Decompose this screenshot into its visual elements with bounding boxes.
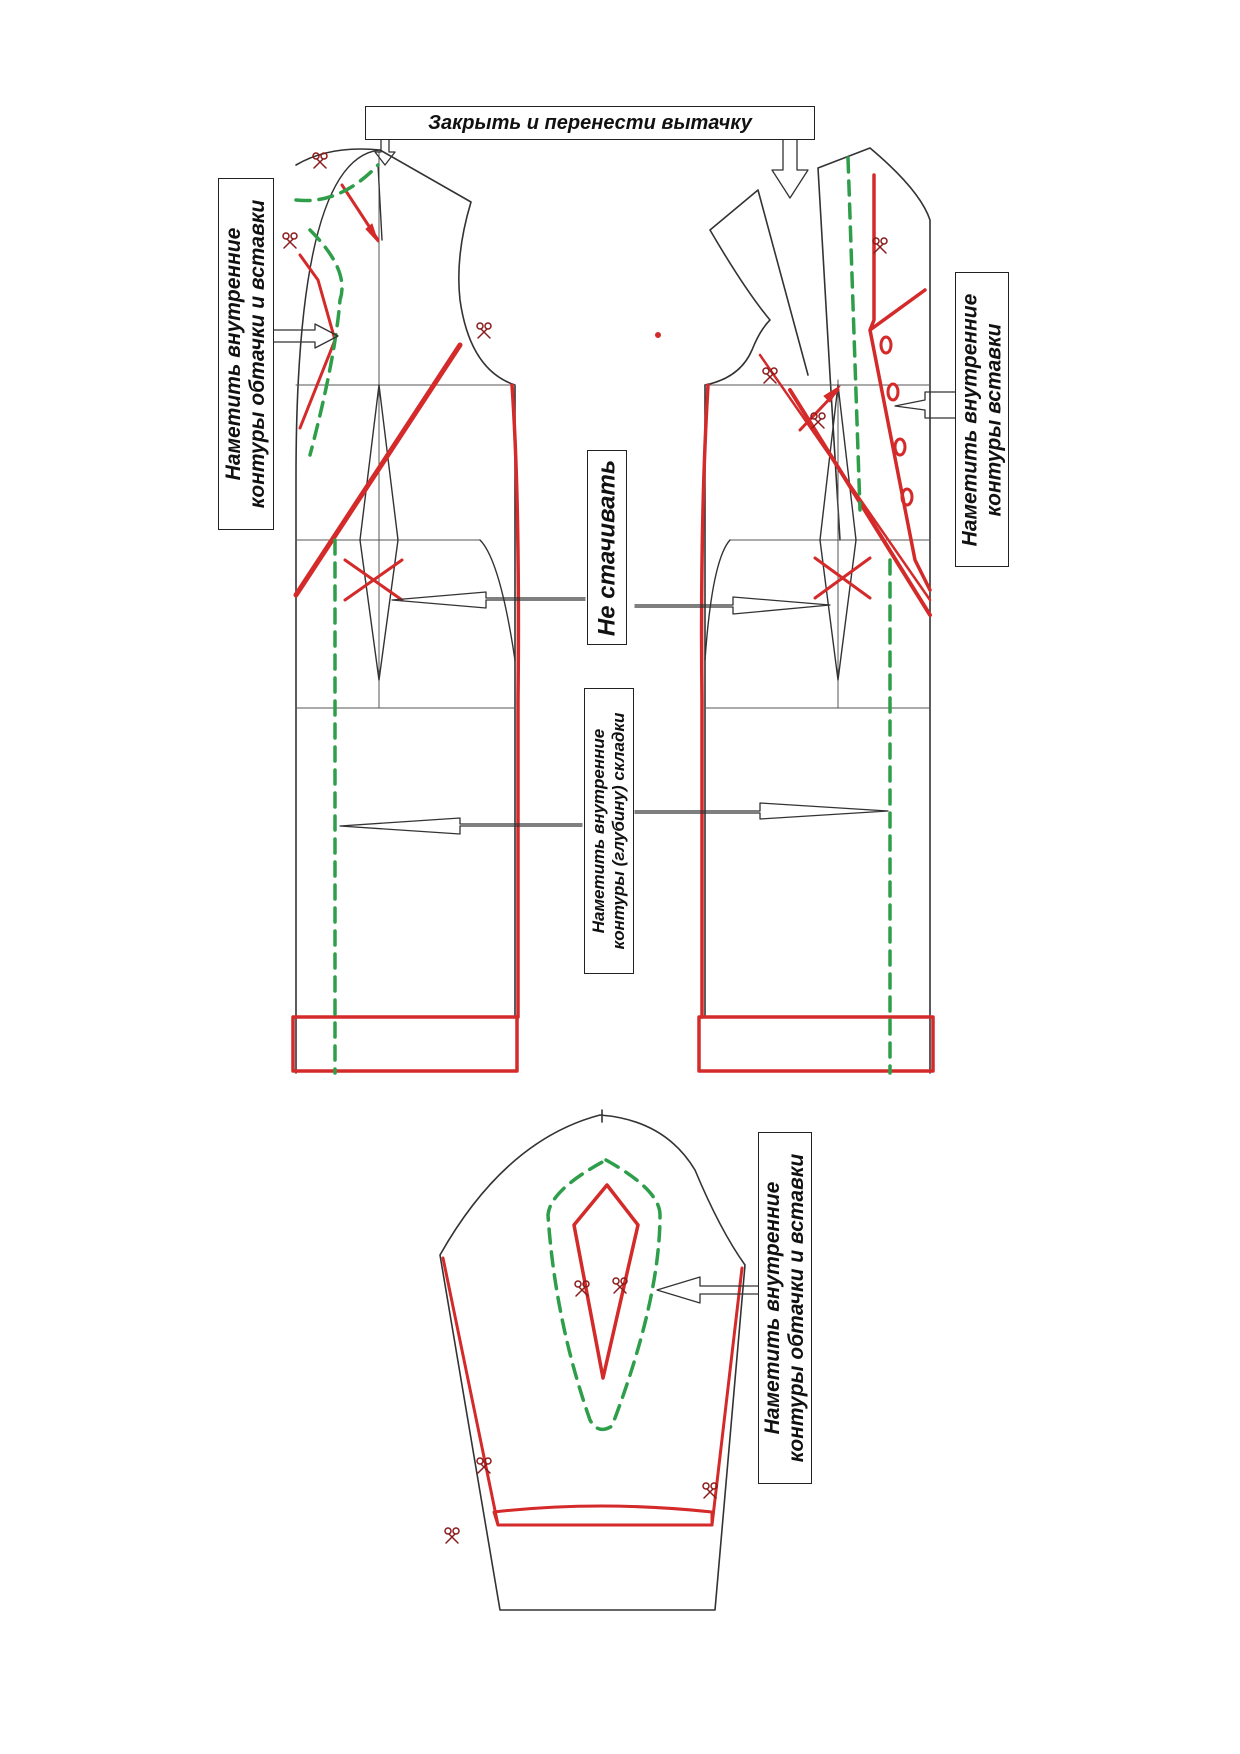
right-insert-label: Наметить внутренние контуры вставки	[955, 272, 1009, 567]
left-piece-outline	[295, 149, 516, 1074]
buttonhole-marks	[879, 335, 914, 507]
callout-arrows	[271, 139, 956, 1304]
arrow-icon	[634, 802, 889, 820]
center-dot	[655, 332, 661, 338]
cross-mark-icon	[813, 556, 872, 600]
sleeve-dart-cut	[572, 1183, 640, 1380]
sleeve-outline	[439, 1114, 746, 1611]
right-pattern-piece	[655, 147, 935, 1075]
red-arrow-head-left	[365, 223, 379, 243]
right-side-cut	[699, 383, 710, 1019]
left-pattern-piece	[291, 148, 521, 1075]
left-facing-label: Наметить внутренние контуры обтачки и вс…	[218, 178, 274, 530]
right-piece-outline	[817, 147, 931, 1074]
right-armhole	[704, 189, 809, 386]
right-insert-outline	[868, 173, 932, 592]
sleeve-pattern-piece	[439, 1109, 746, 1611]
scissors-icons	[282, 152, 888, 1544]
arrow-icon	[271, 323, 339, 349]
scissors-icon	[444, 1527, 460, 1544]
sleeve-facing-line	[546, 1158, 662, 1432]
left-neck-cut	[298, 253, 337, 430]
pleat-text-2: контуры (глубину) складки	[609, 712, 628, 950]
left-neck-facing	[294, 163, 380, 457]
arrow-icon	[656, 1276, 761, 1304]
scissors-icon	[476, 1457, 492, 1474]
cross-mark-icon	[343, 558, 404, 602]
sleeve-facing-text-2: контуры обтачки и вставки	[785, 1153, 808, 1463]
left-piece-shoulder	[295, 148, 381, 166]
left-hem-cut	[291, 1015, 519, 1073]
pleat-label: Наметить внутренние контуры (глубину) ск…	[584, 688, 634, 974]
scissors-icon	[872, 237, 888, 254]
arrow-icon	[894, 391, 956, 419]
scissors-icon	[282, 232, 298, 249]
left-facing-text-1: Наметить внутренние	[221, 227, 245, 481]
red-arrow-head-right	[823, 385, 841, 403]
left-side-dart	[479, 539, 516, 661]
sleeve-side-cut-left	[441, 1256, 500, 1527]
scissors-icon	[312, 152, 328, 169]
scissors-icon	[762, 367, 778, 384]
left-diagonal-cut	[293, 342, 463, 598]
scissors-icon	[702, 1482, 718, 1499]
close-dart-label: Закрыть и перенести вытачку	[365, 106, 815, 140]
left-shoulder-dart	[377, 164, 383, 241]
arrow-icon	[374, 139, 396, 166]
scissors-icon	[476, 322, 492, 339]
close-dart-text: Закрыть и перенести вытачку	[428, 111, 752, 134]
sleeve-hem-cut	[492, 1504, 714, 1527]
right-insert-text-1: Наметить внутренние	[957, 293, 981, 546]
do-not-sew-label: Не стачивать	[587, 450, 627, 645]
right-hem-cut	[697, 1015, 935, 1073]
sleeve-side-cut-right	[710, 1266, 744, 1527]
right-diagonal-cut-2	[758, 353, 932, 602]
arrow-icon	[634, 596, 831, 615]
scissors-icon	[612, 1277, 628, 1294]
right-side-dart	[704, 539, 731, 661]
arrow-icon	[771, 139, 809, 199]
scissors-icon	[810, 412, 826, 429]
right-insert-text-2: контуры вставки	[982, 323, 1005, 516]
arrow-icon	[339, 817, 583, 835]
left-side-cut	[510, 383, 521, 1019]
left-facing-text-2: контуры обтачки и вставки	[246, 199, 269, 509]
do-not-sew-text: Не стачивать	[593, 459, 621, 636]
scissors-icon	[574, 1280, 590, 1297]
right-neck-facing	[846, 156, 862, 512]
pleat-text-1: Наметить внутренние	[589, 728, 609, 934]
arrow-icon	[391, 591, 586, 609]
sleeve-facing-text-1: Наметить внутренние	[760, 1181, 784, 1435]
sleeve-facing-label: Наметить внутренние контуры обтачки и вс…	[758, 1132, 812, 1484]
